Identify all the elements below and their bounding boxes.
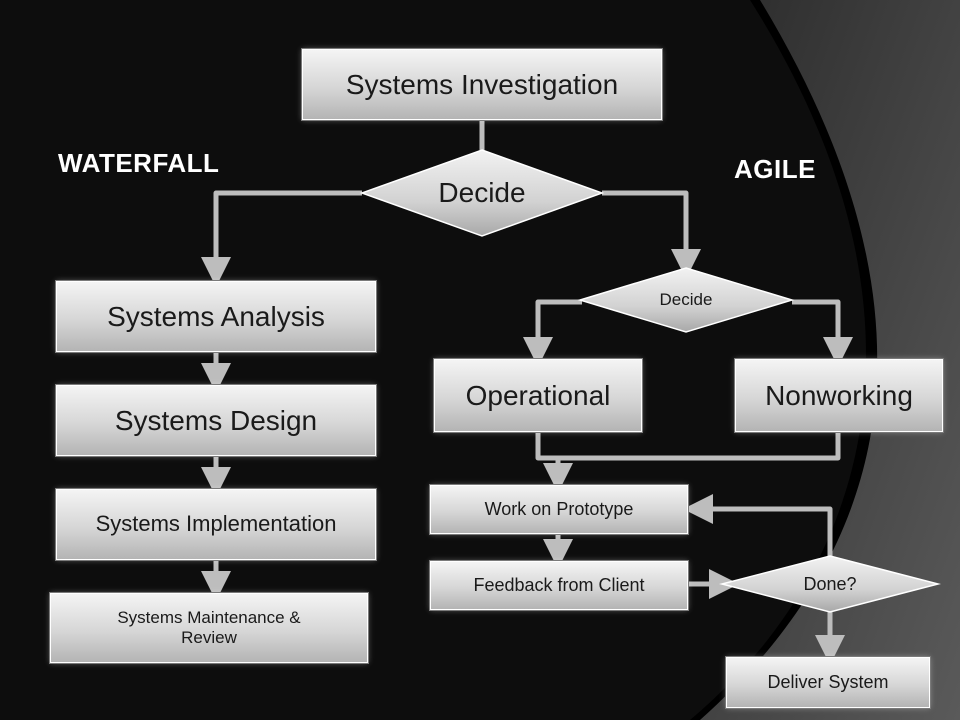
node-label: Work on Prototype: [484, 498, 634, 519]
node-label: Systems Implementation: [95, 511, 337, 537]
connector-done-loop: [683, 494, 833, 556]
node-systems-implementation: Systems Implementation: [55, 488, 377, 561]
node-label: Systems Maintenance & Review: [117, 607, 301, 647]
decide-diamond-main: [359, 149, 605, 237]
node-systems-maintenance: Systems Maintenance & Review: [49, 592, 369, 664]
node-label: Systems Analysis: [107, 300, 325, 332]
agile-heading: AGILE: [734, 154, 816, 184]
node-label: Nonworking: [765, 379, 913, 411]
waterfall-heading: WATERFALL: [58, 148, 220, 178]
done-diamond: [719, 555, 941, 613]
node-label: Deliver System: [767, 671, 889, 692]
connector-agile-nonworking: [792, 299, 853, 367]
node-work-on-prototype: Work on Prototype: [429, 484, 689, 535]
connector-operational-merge: [535, 432, 841, 461]
background-swoosh: [700, 0, 960, 720]
node-operational: Operational: [433, 358, 643, 433]
done-label: Done?: [803, 573, 857, 594]
node-systems-analysis: Systems Analysis: [55, 280, 377, 353]
connector-decide-agile: [602, 190, 701, 279]
node-label: Systems Investigation: [345, 68, 619, 100]
connector-decide-analysis: [201, 190, 362, 287]
node-feedback-from-client: Feedback from Client: [429, 560, 689, 611]
node-systems-design: Systems Design: [55, 384, 377, 457]
decide-main-label: Decide: [438, 177, 526, 208]
node-label: Feedback from Client: [473, 574, 645, 595]
decide-agile-label: Decide: [659, 290, 713, 309]
node-systems-investigation: Systems Investigation: [301, 48, 663, 121]
node-nonworking: Nonworking: [734, 358, 944, 433]
decide-diamond-agile: [577, 267, 795, 333]
node-deliver-system: Deliver System: [725, 656, 931, 709]
connector-agile-operational: [523, 299, 582, 367]
node-label: Systems Design: [114, 404, 318, 436]
node-label: Operational: [465, 379, 611, 411]
